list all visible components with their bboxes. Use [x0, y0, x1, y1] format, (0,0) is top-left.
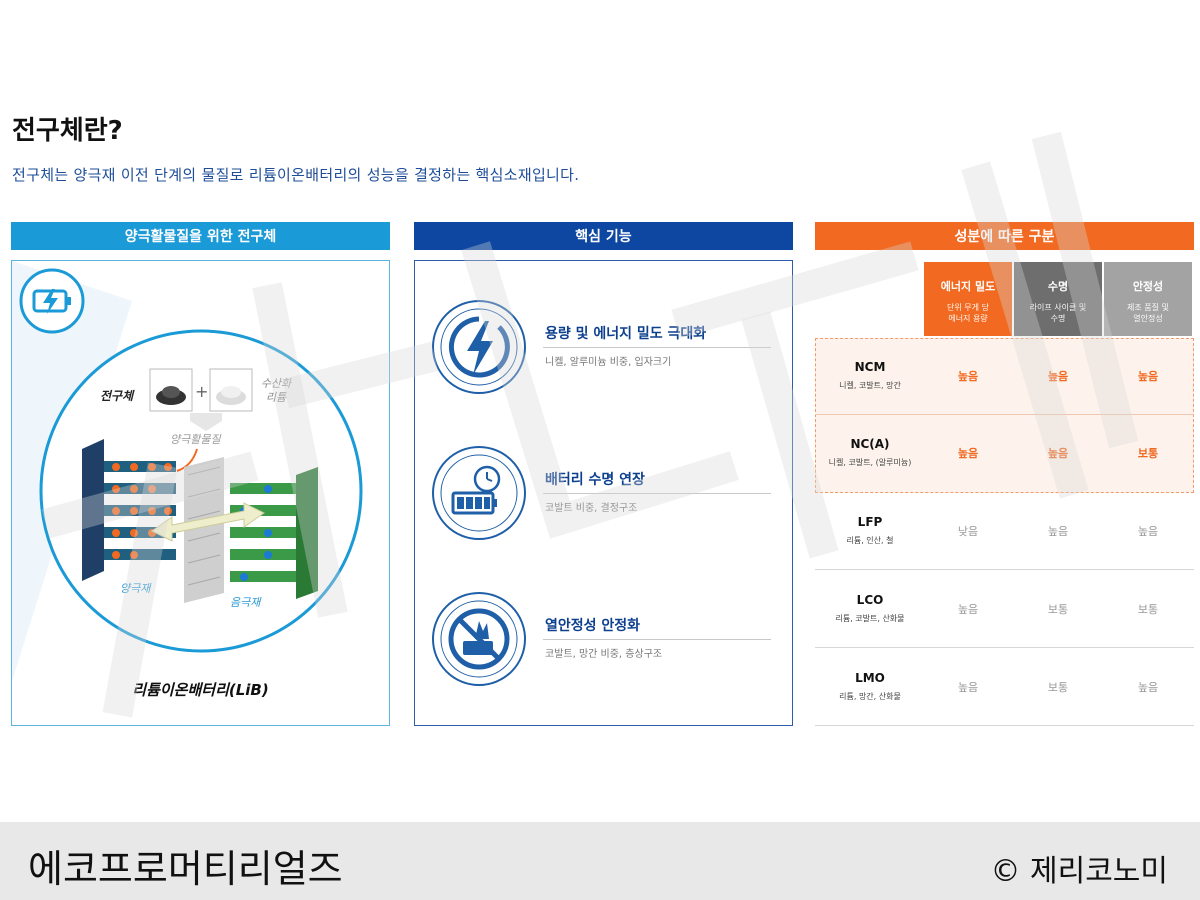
column-desc: 제조 품질 및 열안정성: [1127, 303, 1169, 323]
function-title: 열안정성 안정화: [545, 618, 641, 634]
row-name: NC(A): [850, 437, 890, 451]
row-composition: 니켈, 코발트, (알루미늄): [828, 458, 912, 467]
precursor-panel: +: [11, 260, 390, 726]
row-name: LMO: [855, 671, 885, 685]
active-material-label: 양극활물질: [170, 433, 221, 446]
table-cell: 높음: [1047, 447, 1069, 460]
table-row: LMO 리튬, 망간, 산화물 높음 보통 높음: [815, 649, 1194, 726]
column-desc: 라이프 사이클 및 수명: [1029, 303, 1087, 323]
row-name: NCM: [854, 360, 886, 374]
precursor-label: 전구체: [100, 389, 134, 403]
function-title: 용량 및 에너지 밀도 극대화: [545, 326, 707, 342]
svg-text:+: +: [195, 382, 208, 401]
panel-header-classification: 성분에 따른 구분: [815, 222, 1194, 250]
table-cell: 보통: [1047, 603, 1069, 616]
company-name: 에코프로머티리얼즈: [28, 847, 343, 891]
column-name: 수명: [1047, 280, 1069, 293]
page-subtitle: 전구체는 양극재 이전 단계의 물질로 리튬이온배터리의 성능을 결정하는 핵심…: [12, 166, 580, 184]
core-function-panel: 용량 및 에너지 밀도 극대화 니켈, 알루미늄 비중, 입자크기 배터리 수명…: [414, 260, 793, 726]
table-cell: 높음: [957, 370, 979, 383]
function-item: 열안정성 안정화 코발트, 망간 비중, 층상구조: [429, 589, 771, 689]
function-item: 배터리 수명 연장 코발트 비중, 결정구조: [429, 443, 771, 543]
cathode-label: 양극재: [120, 582, 151, 595]
battery-illustration: +: [12, 261, 363, 681]
lightning-icon: [432, 300, 526, 394]
battery-charge-icon: [19, 268, 85, 334]
column-header-lifespan: 수명 라이프 사이클 및 수명: [1014, 262, 1102, 336]
table-cell: 낮음: [957, 525, 979, 538]
function-desc: 니켈, 알루미늄 비중, 입자크기: [545, 357, 672, 368]
table-row: NC(A) 니켈, 코발트, (알루미늄) 높음 높음 보통: [815, 415, 1194, 492]
table-cell: 보통: [1137, 603, 1159, 616]
copyright: © 제리코노미: [990, 854, 1168, 889]
function-desc: 코발트 비중, 결정구조: [545, 503, 638, 514]
footer: 에코프로머티리얼즈 © 제리코노미: [0, 822, 1200, 900]
lithium-hydroxide-label: 수산화 리튬: [256, 377, 296, 405]
table-cell: 높음: [1137, 525, 1159, 538]
table-cell: 높음: [1137, 681, 1159, 694]
table-row: LCO 리튬, 코발트, 산화물 높음 보통 보통: [815, 571, 1194, 648]
function-divider: [543, 493, 771, 494]
page-title: 전구체란?: [12, 116, 123, 146]
table-cell: 높음: [957, 603, 979, 616]
table-cell: 보통: [1047, 681, 1069, 694]
table-cell: 높음: [1137, 370, 1159, 383]
table-cell: 높음: [957, 447, 979, 460]
anode-label: 음극재: [230, 596, 261, 609]
column-name: 안정성: [1132, 280, 1164, 293]
table-row: LFP 리튬, 인산, 철 낮음 높음 높음: [815, 493, 1194, 570]
function-desc: 코발트, 망간 비중, 층상구조: [545, 649, 663, 660]
function-title: 배터리 수명 연장: [545, 472, 645, 488]
function-item: 용량 및 에너지 밀도 극대화 니켈, 알루미늄 비중, 입자크기: [429, 297, 771, 397]
lithium-hydroxide-text: 수산화 리튬: [260, 377, 292, 404]
highlight-box: [815, 338, 1194, 493]
panel-header-precursor: 양극활물질을 위한 전구체: [11, 222, 390, 250]
table-cell: 보통: [1137, 447, 1159, 460]
row-name: LFP: [857, 515, 883, 529]
row-composition: 리튬, 코발트, 산화물: [835, 614, 905, 623]
row-composition: 리튬, 망간, 산화물: [839, 692, 901, 701]
function-divider: [543, 347, 771, 348]
row-name: LCO: [856, 593, 884, 607]
table-row: NCM 니켈, 코발트, 망간 높음 높음 높음: [815, 338, 1194, 415]
table-cell: 높음: [957, 681, 979, 694]
panel-header-core-function: 핵심 기능: [414, 222, 793, 250]
battery-timer-icon: [432, 446, 526, 540]
column-header-energy-density: 에너지 밀도 단위 무게 당 에너지 용량: [924, 262, 1012, 336]
no-fire-icon: [432, 592, 526, 686]
function-divider: [543, 639, 771, 640]
column-desc: 단위 무게 당 에너지 용량: [947, 303, 989, 323]
table-cell: 높음: [1047, 370, 1069, 383]
column-name: 에너지 밀도: [940, 280, 996, 293]
column-header-stability: 안정성 제조 품질 및 열안정성: [1104, 262, 1192, 336]
table-cell: 높음: [1047, 525, 1069, 538]
row-composition: 리튬, 인산, 철: [846, 536, 894, 545]
row-composition: 니켈, 코발트, 망간: [839, 381, 901, 390]
lib-label: 리튬이온배터리(LiB): [132, 681, 269, 699]
